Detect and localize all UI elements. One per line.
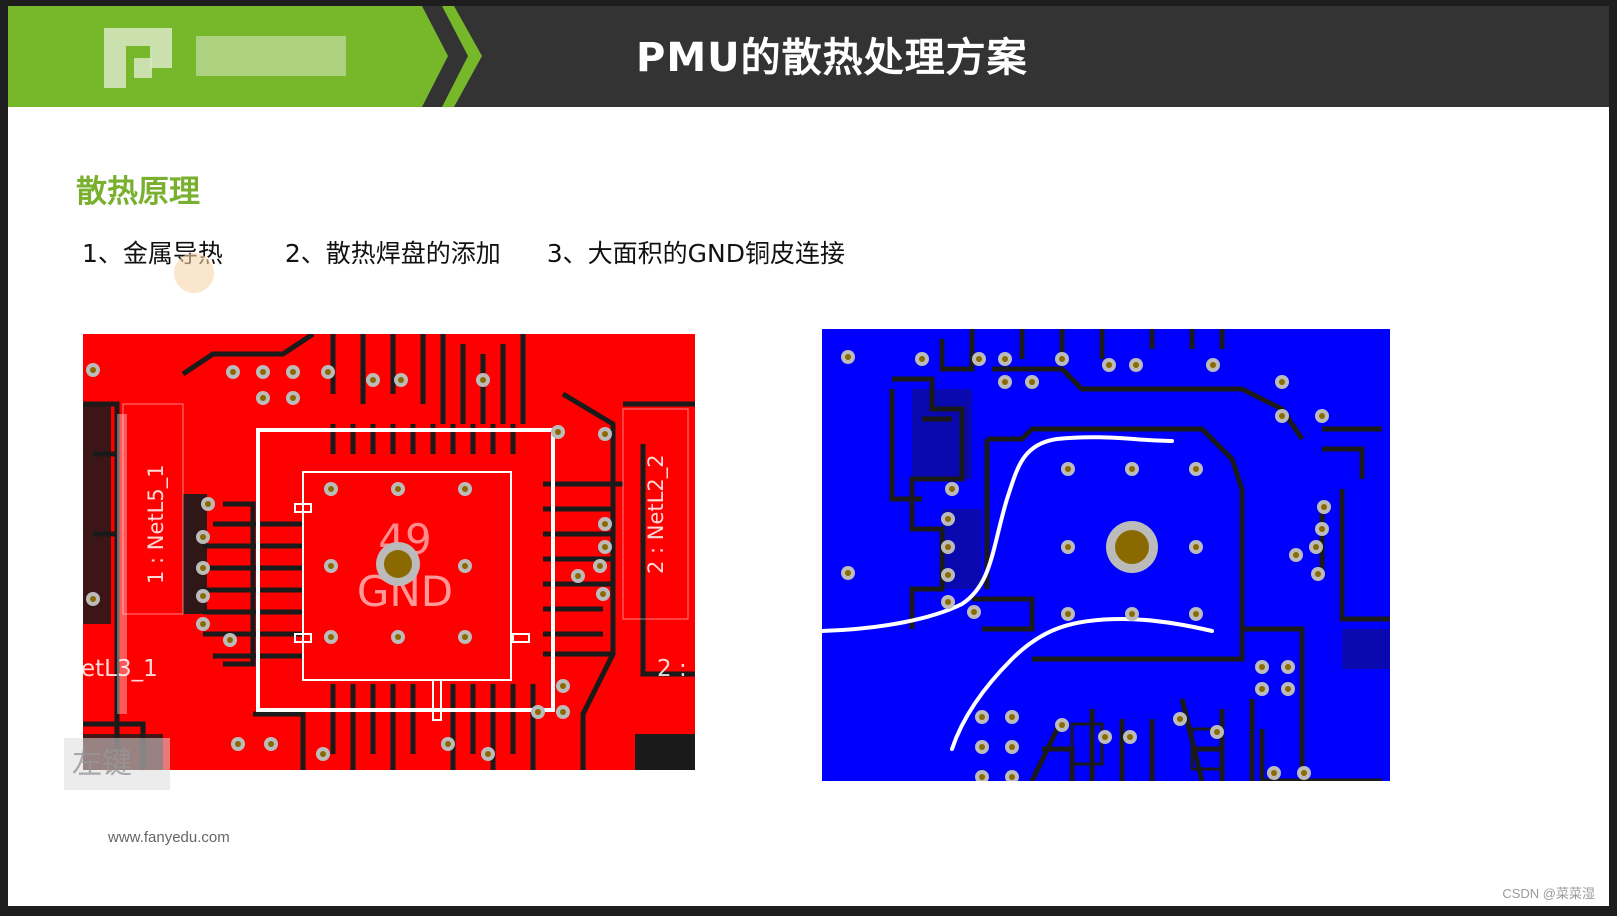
slide-header: PMU的散热处理方案 [8, 6, 1609, 107]
silk-label-netl5: 1 : NetL5_1 [144, 464, 169, 584]
pcb-red-drawing: 49 GND 1 : NetL5_1 2 : NetL2_2 etL3_1 2 … [83, 334, 695, 770]
slide: PMU的散热处理方案 散热原理 1、金属导热 2、散热焊盘的添加 3、大面积的G… [8, 6, 1609, 906]
silk-label-2: 2 : [657, 656, 687, 682]
cursor-highlight [174, 253, 214, 293]
page-title: PMU的散热处理方案 [636, 35, 1028, 81]
silk-label-netl3: etL3_1 [83, 656, 158, 682]
brand-logo [104, 28, 364, 92]
pcb-blue-drawing [822, 329, 1390, 781]
credit-text: CSDN @菜菜湿 [1502, 886, 1595, 901]
watermark: 左键 [64, 738, 170, 790]
silk-label-netl2: 2 : NetL2_2 [644, 454, 669, 574]
website-url: www.fanyedu.com [108, 829, 230, 846]
pcb-layout-red: 49 GND 1 : NetL5_1 2 : NetL2_2 etL3_1 2 … [83, 334, 695, 770]
principle-item-2: 2、散热焊盘的添加 [284, 239, 501, 268]
pcb-layout-blue [822, 329, 1390, 781]
principle-item-3: 3、大面积的GND铜皮连接 [546, 239, 845, 268]
section-heading: 散热原理 [76, 174, 200, 210]
